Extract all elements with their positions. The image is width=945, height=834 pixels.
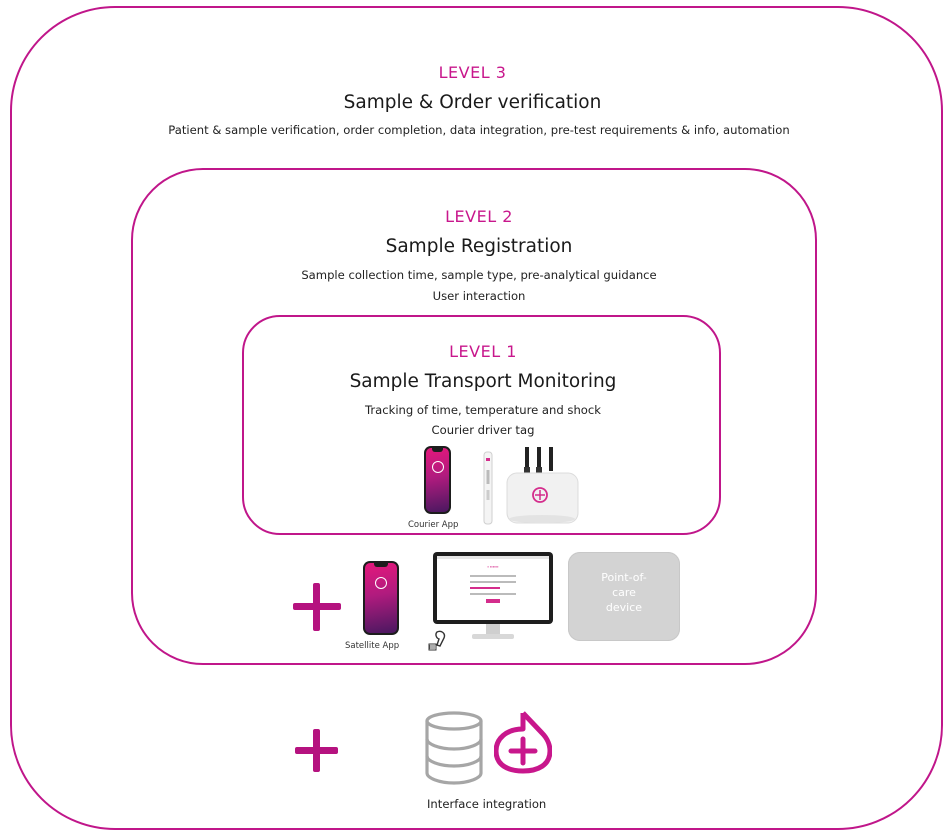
level-2-description-1: Sample collection time, sample type, pre… xyxy=(301,268,657,282)
level-2-label: LEVEL 2 xyxy=(445,207,513,226)
interface-integration-label: Interface integration xyxy=(427,797,547,811)
level-1-title: Sample Transport Monitoring xyxy=(349,371,617,392)
courier-tag-stick-icon xyxy=(483,451,493,525)
level-3-title: Sample & Order verification xyxy=(343,92,602,113)
desktop-monitor-icon: ▪ ▪▪▪▪▪▪ xyxy=(433,552,553,639)
courier-app-label: Courier App xyxy=(408,520,459,530)
level-2-container xyxy=(131,168,817,665)
brand-drop-logo-icon xyxy=(494,711,552,774)
level-3-container xyxy=(10,6,943,830)
level-1-container xyxy=(242,315,721,535)
svg-text:▪ ▪▪▪▪▪▪: ▪ ▪▪▪▪▪▪ xyxy=(487,564,499,569)
point-of-care-label: Point-of- care device xyxy=(601,571,647,614)
plus-icon-level-2 xyxy=(293,583,341,631)
level-2-description-2: User interaction xyxy=(432,289,526,303)
courier-app-phone-icon xyxy=(424,446,451,514)
satellite-app-phone-icon xyxy=(363,561,399,635)
level-1-label: LEVEL 1 xyxy=(449,342,517,361)
plus-icon-level-3 xyxy=(295,729,338,772)
level-2-title: Sample Registration xyxy=(385,236,573,257)
point-of-care-device: Point-of- care device xyxy=(568,552,680,641)
barcode-scanner-icon xyxy=(428,630,446,651)
database-icon xyxy=(425,711,483,785)
gateway-box-icon xyxy=(506,447,579,524)
level-3-label: LEVEL 3 xyxy=(438,63,507,82)
satellite-app-label: Satellite App xyxy=(345,641,400,651)
level-3-description: Patient & sample verification, order com… xyxy=(168,123,790,137)
level-1-description-1: Tracking of time, temperature and shock xyxy=(364,403,601,417)
level-1-description-2: Courier driver tag xyxy=(431,423,535,437)
